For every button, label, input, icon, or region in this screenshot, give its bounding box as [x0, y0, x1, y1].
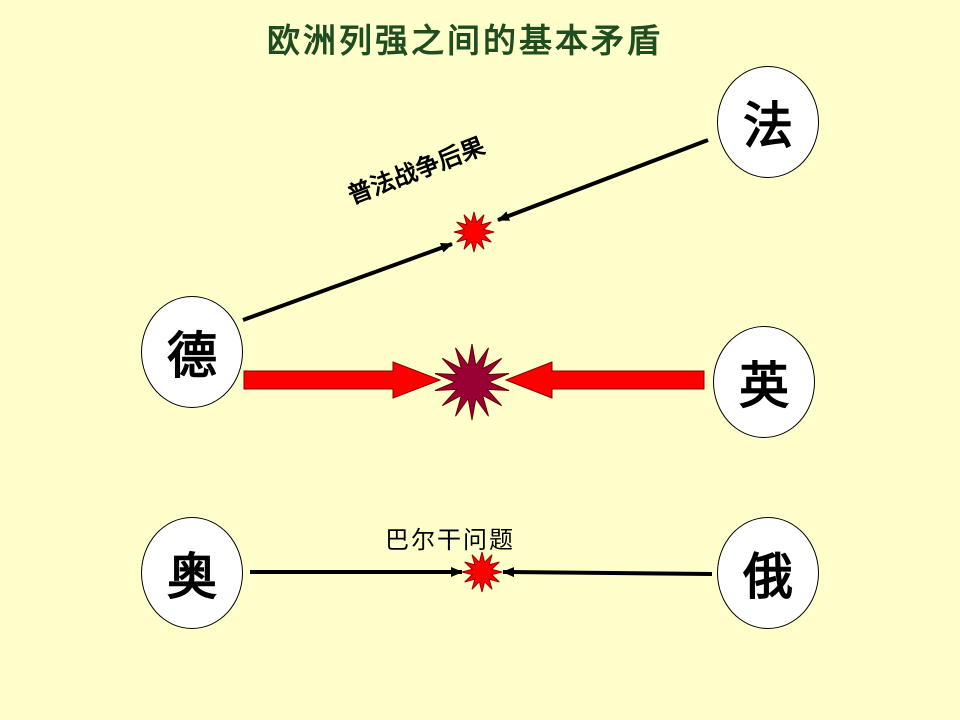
arrow-france-to-conflict-1	[497, 138, 709, 222]
node-france: 法	[717, 66, 819, 178]
arrow-germany-to-conflict-2	[243, 361, 442, 399]
node-austria: 奥	[141, 517, 243, 629]
node-russia: 俄	[717, 517, 819, 629]
arrow-russia-to-conflict-3	[502, 567, 713, 578]
node-britain: 英	[713, 326, 815, 438]
node-germany: 德	[141, 296, 243, 408]
label-balkan-question: 巴尔干问题	[385, 526, 515, 554]
slide-title: 欧洲列强之间的基本矛盾	[267, 21, 663, 60]
arrow-germany-to-conflict-1	[242, 242, 453, 322]
conflict-burst-small-2	[461, 551, 503, 593]
conflict-burst-large	[434, 343, 510, 421]
conflict-burst-small-1	[453, 211, 495, 253]
arrow-britain-to-conflict-2	[504, 361, 705, 399]
